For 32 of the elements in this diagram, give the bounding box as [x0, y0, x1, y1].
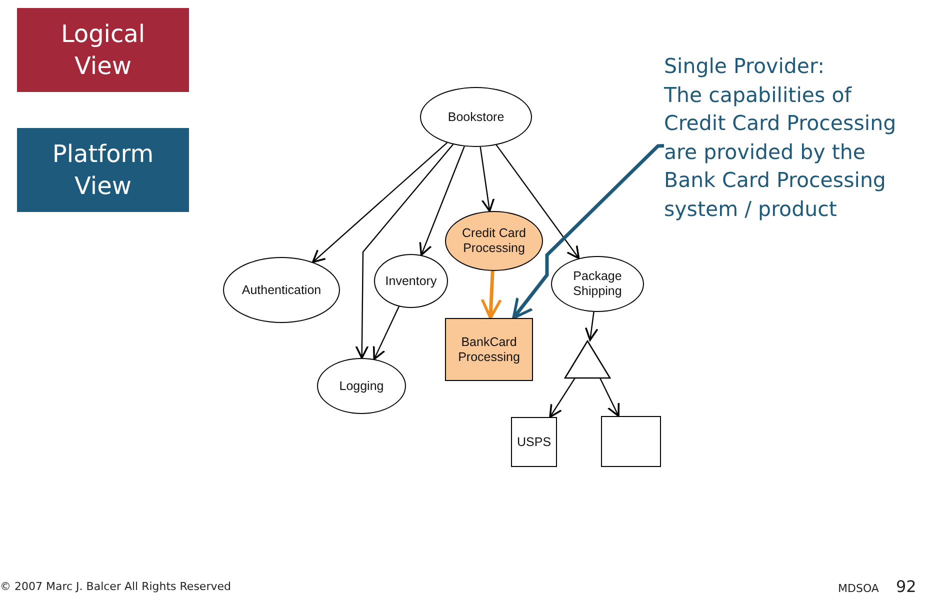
arrow	[372, 306, 400, 360]
component-name: Credit Card Processing	[461, 226, 527, 256]
course-code: MDSOA	[838, 582, 879, 595]
arrow	[312, 142, 448, 263]
component-box	[445, 318, 533, 381]
component-box	[601, 416, 661, 467]
component-name: Authentication	[240, 282, 322, 298]
page-number: 92	[896, 577, 916, 596]
component-name: Logging	[338, 378, 385, 394]
arrow	[480, 146, 495, 212]
component-name: Package Shipping	[572, 269, 623, 299]
component-name: Inventory	[384, 274, 438, 288]
arrow	[419, 146, 465, 256]
arrow	[512, 144, 664, 320]
arrow	[355, 144, 454, 359]
arrow	[496, 144, 580, 260]
arrow	[599, 377, 620, 417]
annotation-text: Single Provider:	[664, 53, 824, 80]
arrow	[549, 377, 576, 418]
arrow	[480, 270, 502, 320]
component-name: Bookstore	[446, 110, 506, 124]
component-name: BankCard Processing	[457, 334, 521, 364]
view-label: Logical View	[60, 19, 146, 82]
variation-triangle	[564, 340, 611, 379]
copyright-notice: © 2007 Marc J. Balcer All Rights Reserved	[0, 580, 231, 593]
arrow	[584, 312, 598, 341]
component-box	[511, 417, 557, 467]
component-name: USPS	[517, 434, 551, 450]
view-label-box	[17, 8, 189, 92]
view-label-box	[17, 128, 189, 212]
annotation-text: The capabilities of Credit Card Processing are provided by the Bank Card Processing system / product	[664, 82, 898, 223]
view-label: Platform View	[51, 139, 155, 202]
